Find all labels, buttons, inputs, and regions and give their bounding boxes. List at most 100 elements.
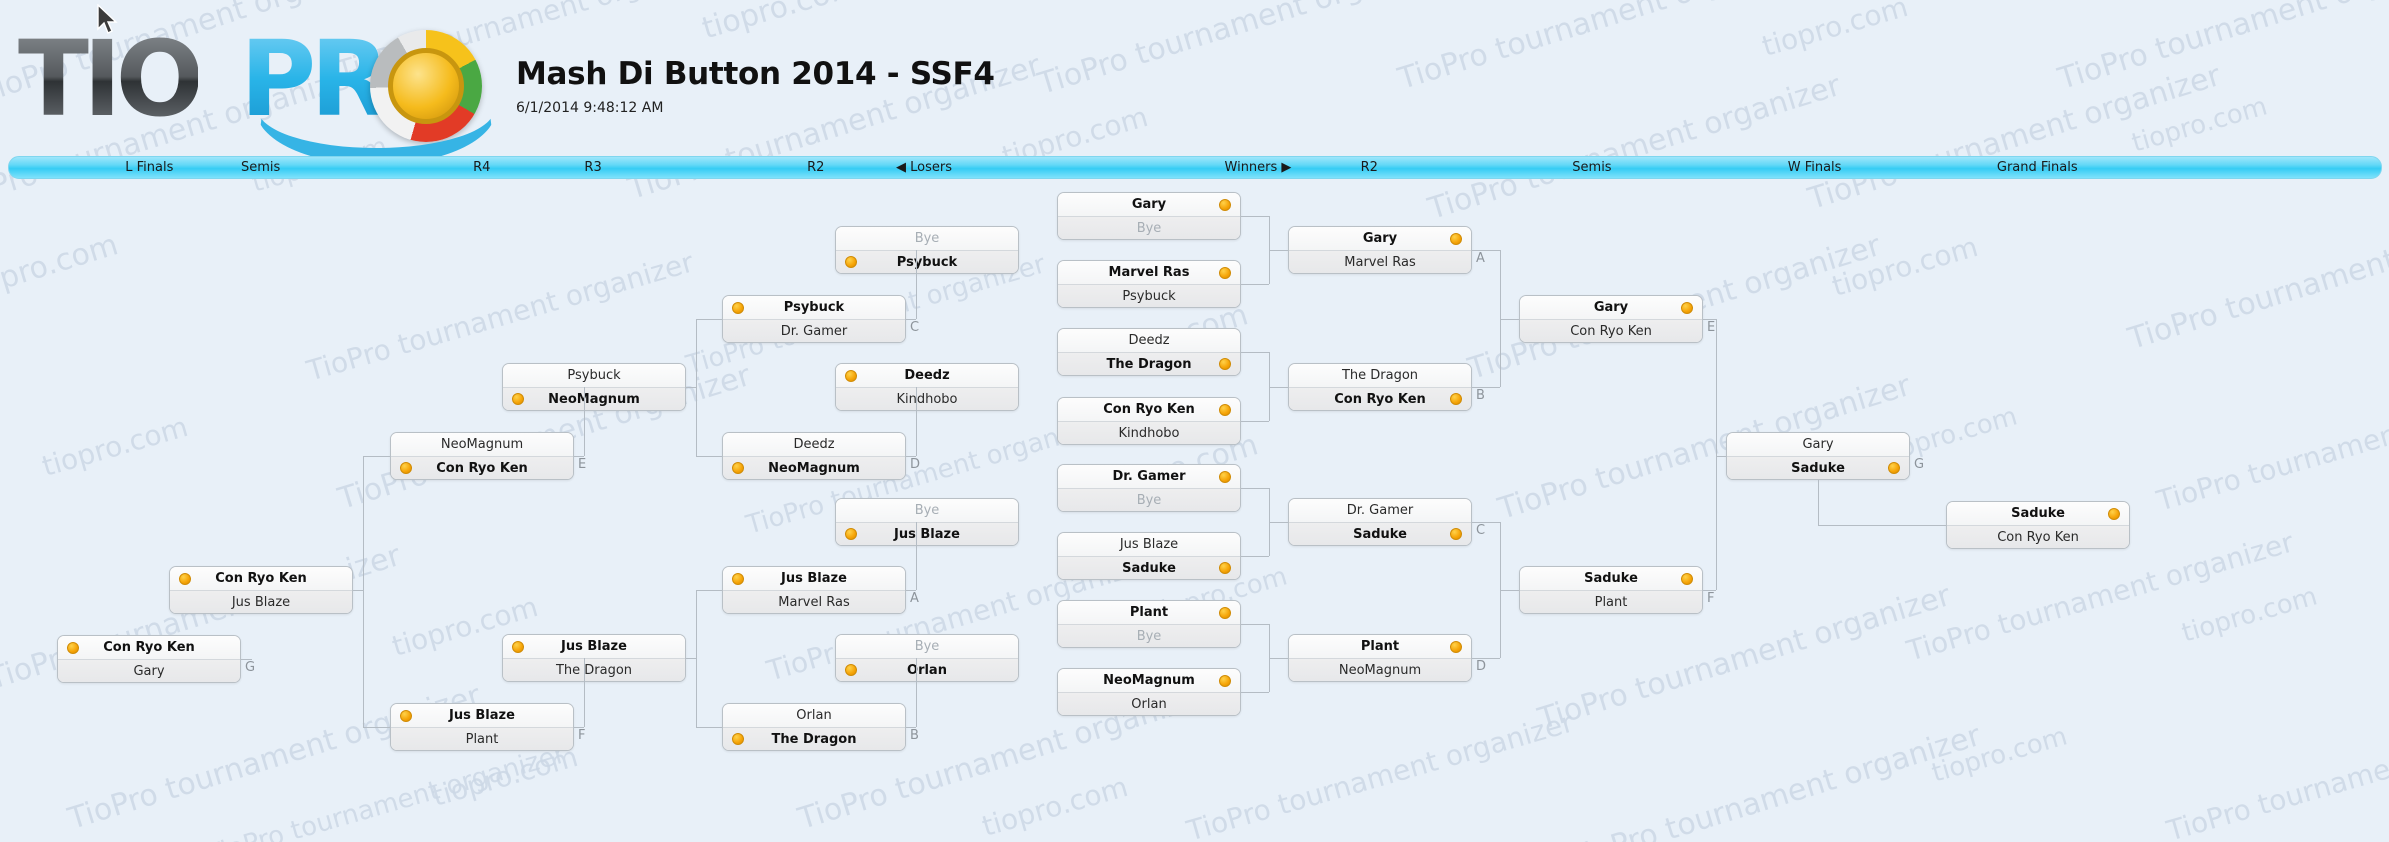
match-slot-top[interactable]: NeoMagnum bbox=[391, 433, 573, 456]
match-slot-top[interactable]: Psybuck bbox=[723, 296, 905, 319]
match-slot-bottom[interactable]: Marvel Ras bbox=[723, 590, 905, 613]
match-slot-bottom[interactable]: Saduke bbox=[1727, 456, 1909, 479]
match-slot-bottom[interactable]: Kindhobo bbox=[1058, 421, 1240, 444]
match-slot-bottom[interactable]: Jus Blaze bbox=[170, 590, 352, 613]
bracket-connector bbox=[1241, 692, 1269, 693]
match-slot-top[interactable]: Orlan bbox=[723, 704, 905, 727]
match-slot-bottom[interactable]: Bye bbox=[1058, 216, 1240, 239]
round-label-l-finals: L Finals bbox=[125, 160, 174, 175]
match-slot-top[interactable]: Deedz bbox=[723, 433, 905, 456]
match-slot-top[interactable]: Saduke bbox=[1520, 567, 1702, 590]
match-slot-top[interactable]: Gary bbox=[1058, 193, 1240, 216]
match-slot-top[interactable]: Bye bbox=[836, 635, 1018, 658]
match-slot-top[interactable]: NeoMagnum bbox=[1058, 669, 1240, 692]
match-slot-bottom[interactable]: Jus Blaze bbox=[836, 522, 1018, 545]
bracket-connector bbox=[1269, 658, 1288, 659]
match-slot-bottom[interactable]: Saduke bbox=[1058, 556, 1240, 579]
match-slot-top[interactable]: Gary bbox=[1520, 296, 1702, 319]
match-slot-bottom[interactable]: Con Ryo Ken bbox=[1289, 387, 1471, 410]
match-slot-bottom[interactable]: Saduke bbox=[1289, 522, 1471, 545]
match-slot-top[interactable]: Jus Blaze bbox=[503, 635, 685, 658]
match-slot-bottom[interactable]: Con Ryo Ken bbox=[1520, 319, 1702, 342]
match-slot-bottom[interactable]: Kindhobo bbox=[836, 387, 1018, 410]
bracket-connector bbox=[1472, 522, 1500, 523]
match-slot-top[interactable]: Con Ryo Ken bbox=[170, 567, 352, 590]
match-slot-bottom[interactable]: Con Ryo Ken bbox=[1947, 525, 2129, 548]
match-slot-bottom[interactable]: Gary bbox=[58, 659, 240, 682]
match-slot-bottom[interactable]: The Dragon bbox=[503, 658, 685, 681]
match-slot-bottom[interactable]: Plant bbox=[391, 727, 573, 750]
match-slot-top[interactable]: Con Ryo Ken bbox=[58, 636, 240, 659]
match-slot-top[interactable]: Con Ryo Ken bbox=[1058, 398, 1240, 421]
match-tag-label: G bbox=[245, 660, 256, 675]
match-slot-top[interactable]: Dr. Gamer bbox=[1058, 465, 1240, 488]
match-slot-bottom[interactable]: Psybuck bbox=[1058, 284, 1240, 307]
match-slot-bottom[interactable]: Orlan bbox=[836, 658, 1018, 681]
match-slot-top[interactable]: Deedz bbox=[836, 364, 1018, 387]
match-slot-top[interactable]: Gary bbox=[1289, 227, 1471, 250]
match-slot-bottom[interactable]: The Dragon bbox=[723, 727, 905, 750]
match-slot-top[interactable]: The Dragon bbox=[1289, 364, 1471, 387]
match-slot-top[interactable]: Marvel Ras bbox=[1058, 261, 1240, 284]
match-slot-bottom[interactable]: Plant bbox=[1520, 590, 1702, 613]
match-slot-bottom[interactable]: Orlan bbox=[1058, 692, 1240, 715]
match-tag-label: B bbox=[1476, 388, 1485, 403]
match-slot-top[interactable]: Saduke bbox=[1947, 502, 2129, 525]
match-slot-top[interactable]: Jus Blaze bbox=[723, 567, 905, 590]
match-slot-bottom[interactable]: Bye bbox=[1058, 488, 1240, 511]
match-slot-bottom[interactable]: The Dragon bbox=[1058, 352, 1240, 375]
match-slot-bottom[interactable]: NeoMagnum bbox=[1289, 658, 1471, 681]
match-slot-top[interactable]: Plant bbox=[1289, 635, 1471, 658]
match-slot-bottom[interactable]: Marvel Ras bbox=[1289, 250, 1471, 273]
match-slot-top[interactable]: Bye bbox=[836, 227, 1018, 250]
match-slot-top[interactable]: Deedz bbox=[1058, 329, 1240, 352]
match-slot-bottom[interactable]: NeoMagnum bbox=[503, 387, 685, 410]
match-slot-bottom[interactable]: Con Ryo Ken bbox=[391, 456, 573, 479]
match-slot-top[interactable]: Psybuck bbox=[503, 364, 685, 387]
round-label-r2: R2 bbox=[1360, 160, 1378, 175]
bracket-connector bbox=[1269, 250, 1288, 251]
match-slot-top[interactable]: Gary bbox=[1727, 433, 1909, 456]
winner-dot-icon bbox=[1450, 528, 1462, 540]
winner-dot-icon bbox=[2108, 507, 2120, 520]
match-slot-top[interactable]: Dr. Gamer bbox=[1289, 499, 1471, 522]
match-slot-bottom[interactable]: Bye bbox=[1058, 624, 1240, 647]
match-slot-bottom[interactable]: Dr. Gamer bbox=[723, 319, 905, 342]
match-slot-bottom[interactable]: NeoMagnum bbox=[723, 456, 905, 479]
match-slot-top[interactable]: Plant bbox=[1058, 601, 1240, 624]
match-slot-top[interactable]: Jus Blaze bbox=[1058, 533, 1240, 556]
match-slot-bottom[interactable]: Psybuck bbox=[836, 250, 1018, 273]
match-slot-top[interactable]: Jus Blaze bbox=[391, 704, 573, 727]
match-slot-top[interactable]: Bye bbox=[836, 499, 1018, 522]
